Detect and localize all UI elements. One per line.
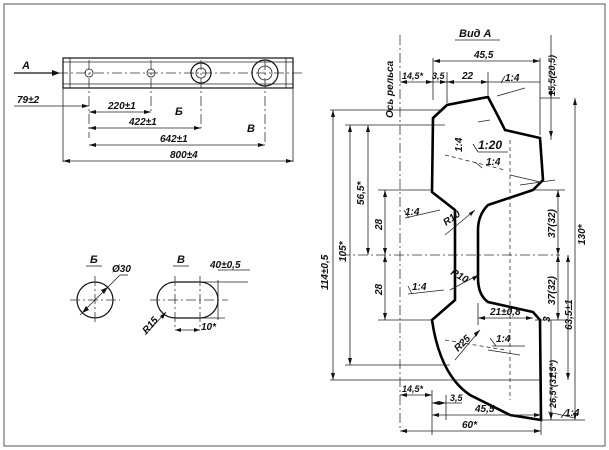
top-dim-22: 22 (461, 71, 474, 82)
bottom-dim-60: 60* (462, 420, 478, 431)
right-dim-37b: 37(32) (547, 275, 558, 305)
right-dim-155: 15,5(20,5) (547, 55, 557, 96)
dim-220: 220±1 (107, 101, 136, 112)
section-mark-v: В (247, 123, 255, 135)
bar-plan-view: A 79±2 220±1 422±1 642±1 800±4 Б В (14, 57, 305, 163)
radius-upper: R10 (441, 209, 463, 229)
right-dim-37a: 37(32) (547, 208, 558, 238)
left-dim-105: 105* (338, 240, 349, 262)
radius-lower: R10 (449, 267, 471, 286)
slope-1-4-vert: 1:4 (454, 137, 465, 152)
rail-axis-label: Ось рельса (385, 60, 396, 118)
bottom-slope: 1:4 (565, 408, 580, 419)
radius-r25: R25 (452, 333, 473, 354)
detail-b: Б Ø30 (70, 254, 131, 324)
left-dim-28b: 28 (374, 283, 385, 296)
dim-21: 21±0,8 (489, 307, 521, 318)
section-mark-b: Б (175, 106, 183, 118)
bottom-dim-455: 45,5 (474, 404, 495, 415)
slope-1-20: 1:20 (478, 138, 502, 152)
bottom-dim-35: 3,5 (450, 393, 464, 403)
dim-800: 800±4 (170, 150, 198, 161)
detail-b-label: Б (90, 254, 98, 266)
slope-mid-right: 1:4 (486, 157, 501, 168)
dim-642: 642±1 (160, 134, 188, 145)
profile-outline (430, 95, 545, 422)
bottom-dim-145: 14,5* (402, 384, 424, 394)
detail-b-diameter: Ø30 (112, 264, 131, 275)
left-dim-28a: 28 (374, 218, 385, 231)
right-dim-265: 26,5*(31,5*) (548, 360, 558, 409)
left-dim-114: 114±0,5 (320, 254, 331, 290)
detail-v: В 40±0,5 R15 10* (141, 254, 250, 336)
dim-3: 3 (542, 316, 553, 322)
right-dim-635: 63,5±1 (564, 299, 575, 330)
top-dim-145: 14,5* (402, 71, 424, 81)
detail-v-width: 40±0,5 (209, 260, 241, 271)
dim-422: 422±1 (128, 117, 157, 128)
right-dim-130: 130* (577, 223, 588, 245)
detail-v-offset: 10* (201, 322, 217, 333)
top-dim-35: 3,5 (432, 71, 446, 81)
detail-v-radius: R15 (141, 315, 162, 336)
dim-79: 79±2 (17, 95, 40, 106)
view-title: Вид А (459, 28, 492, 40)
top-slope: 1:4 (505, 73, 520, 84)
left-dim-565: 56,5* (356, 181, 367, 205)
profile-view-a: Вид А Ось рельса 45,5 14,5* 3,5 22 (320, 28, 588, 435)
slope-bottom-mid: 1:4 (496, 334, 511, 345)
sheet-border (3, 3, 606, 447)
slope-left-lower: 1:4 (412, 282, 427, 293)
slope-left-upper: 1:4 (405, 207, 420, 218)
arrow-a-label: A (21, 60, 30, 72)
detail-v-label: В (177, 254, 185, 266)
top-dim-455: 45,5 (473, 50, 494, 61)
